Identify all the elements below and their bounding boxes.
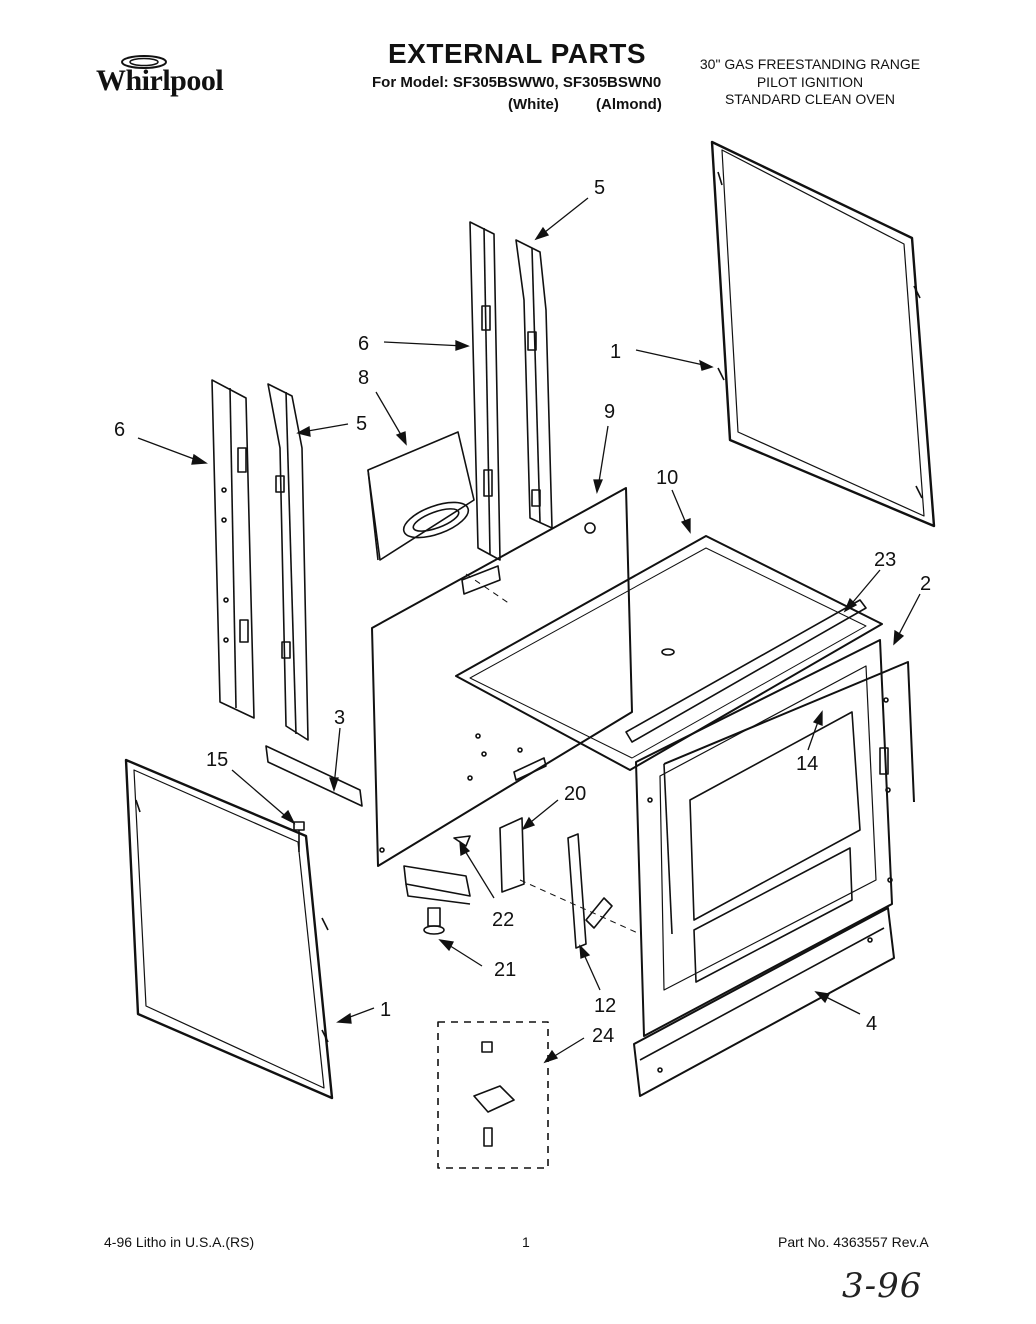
callout-12: 12 <box>594 995 616 1017</box>
callout-22: 22 <box>492 909 514 931</box>
leader-23 <box>843 569 881 613</box>
leader-6-upper <box>383 340 470 351</box>
description-line-1: 30" GAS FREESTANDING RANGE <box>699 56 921 72</box>
trim-strip <box>625 599 867 743</box>
page-title: EXTERNAL PARTS <box>388 38 646 69</box>
callout-14: 14 <box>796 753 818 775</box>
front-frame <box>635 639 893 1037</box>
leader-6-lower <box>137 437 208 465</box>
leader-8 <box>375 391 407 446</box>
leader-3 <box>329 727 341 793</box>
callout-10: 10 <box>656 467 678 489</box>
logo-text: Whirlpool <box>96 64 224 97</box>
callout-3: 3 <box>334 707 345 729</box>
callout-15: 15 <box>206 749 228 771</box>
back-panel <box>371 487 633 867</box>
callout-2: 2 <box>920 573 931 595</box>
side-panel-lower <box>124 758 334 1100</box>
leader-10 <box>671 489 691 534</box>
whirlpool-logo: Whirlpool <box>96 48 256 108</box>
callout-20: 20 <box>564 783 586 805</box>
variant-white: (White) <box>508 96 559 113</box>
leader-24 <box>543 1037 585 1064</box>
kit-24 <box>437 1021 549 1169</box>
leader-22 <box>459 840 495 899</box>
footer-part-number: Part No. 4363557 Rev.A <box>778 1234 929 1250</box>
callout-1-lower: 1 <box>380 999 391 1021</box>
variant-almond: (Almond) <box>596 96 662 113</box>
dashed-guide-bracket <box>519 879 641 935</box>
leader-14 <box>807 710 823 751</box>
rear-brace-left <box>211 379 255 719</box>
callout-1-upper: 1 <box>610 341 621 363</box>
top-panel <box>455 535 883 771</box>
callout-4: 4 <box>866 1013 877 1035</box>
leader-1-lower <box>336 1007 375 1024</box>
leader-20 <box>521 799 559 831</box>
callout-5-lower: 5 <box>356 413 367 435</box>
side-panel-upper <box>710 140 936 528</box>
leader-12 <box>579 944 601 991</box>
rear-brace-middle <box>469 221 501 561</box>
model-line: For Model: SF305BSWW0, SF305BSWN0 <box>372 74 662 91</box>
front-brace-middle <box>515 239 553 529</box>
leader-1-upper <box>635 349 714 371</box>
vent-duct <box>367 431 475 561</box>
callout-21: 21 <box>494 959 516 981</box>
description-line-3: STANDARD CLEAN OVEN <box>724 91 896 107</box>
hinge-12 <box>567 833 613 949</box>
callout-8: 8 <box>358 367 369 389</box>
callout-23: 23 <box>874 549 896 571</box>
footer-litho: 4-96 Litho in U.S.A.(RS) <box>104 1234 255 1250</box>
callout-6-lower: 6 <box>114 419 125 441</box>
leader-4 <box>814 991 861 1015</box>
description-line-2: PILOT IGNITION <box>756 74 864 90</box>
handwritten-date: 3-96 <box>842 1266 923 1306</box>
leader-5-lower <box>296 423 349 437</box>
leader-15 <box>231 769 296 825</box>
leader-5-upper <box>534 197 589 241</box>
screw-15 <box>293 821 305 852</box>
footer-page-number: 1 <box>522 1234 530 1250</box>
leader-2 <box>893 593 921 646</box>
front-brace-left <box>267 383 309 741</box>
bracket-20 <box>499 817 525 893</box>
logo-swirl-icon <box>121 55 167 69</box>
kick-panel <box>633 907 895 1097</box>
leveling-leg-21 <box>423 907 445 935</box>
callout-6-upper: 6 <box>358 333 369 355</box>
door-gasket <box>663 661 915 935</box>
dashed-guide-vent <box>465 573 511 605</box>
callout-9: 9 <box>604 401 615 423</box>
leg-rail <box>403 865 471 905</box>
callout-24: 24 <box>592 1025 614 1047</box>
bottom-bracket <box>265 745 363 807</box>
leader-21 <box>438 939 483 967</box>
leader-9 <box>593 425 609 495</box>
callout-5-upper: 5 <box>594 177 605 199</box>
